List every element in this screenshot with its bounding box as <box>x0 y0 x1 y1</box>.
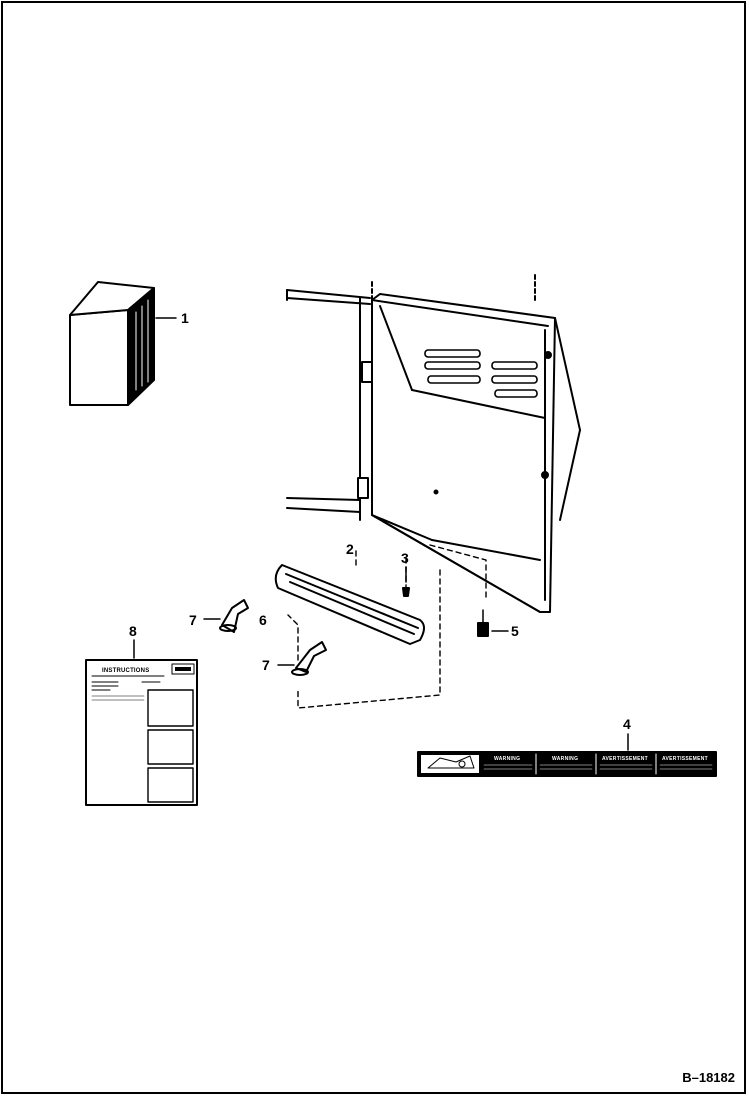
machine-frame <box>286 274 536 521</box>
callout-2: 2 <box>346 541 354 557</box>
instruction-sheet-title: INSTRUCTIONS <box>102 668 150 674</box>
part-3-bolt <box>402 566 410 597</box>
figure-number: B–18182 <box>682 1070 735 1085</box>
part-7-pin-lower <box>291 641 327 676</box>
callout-3: 3 <box>401 550 409 566</box>
callout-8: 8 <box>129 623 137 639</box>
part-7-pin-upper <box>219 599 249 633</box>
callout-6: 6 <box>259 612 267 628</box>
rear-door-panel <box>371 293 581 613</box>
decal-panel-2-title: WARNING <box>552 756 579 762</box>
part-5-bolt <box>477 609 489 637</box>
decal-panel-3-title: AVERTISSEMENT <box>602 756 649 762</box>
callout-7-upper: 7 <box>189 612 197 628</box>
callout-5: 5 <box>511 623 519 639</box>
part-2-latch-bar <box>274 564 425 645</box>
part-8-instruction-sheet <box>85 659 198 806</box>
decal-panel-1-title: WARNING <box>494 756 521 762</box>
callout-1: 1 <box>181 310 189 326</box>
part-4-decal <box>417 751 717 777</box>
callout-7-lower: 7 <box>262 657 270 673</box>
part-1-carton <box>69 281 155 406</box>
decal-panel-4-title: AVERTISSEMENT <box>662 756 709 762</box>
callout-4: 4 <box>623 716 631 732</box>
